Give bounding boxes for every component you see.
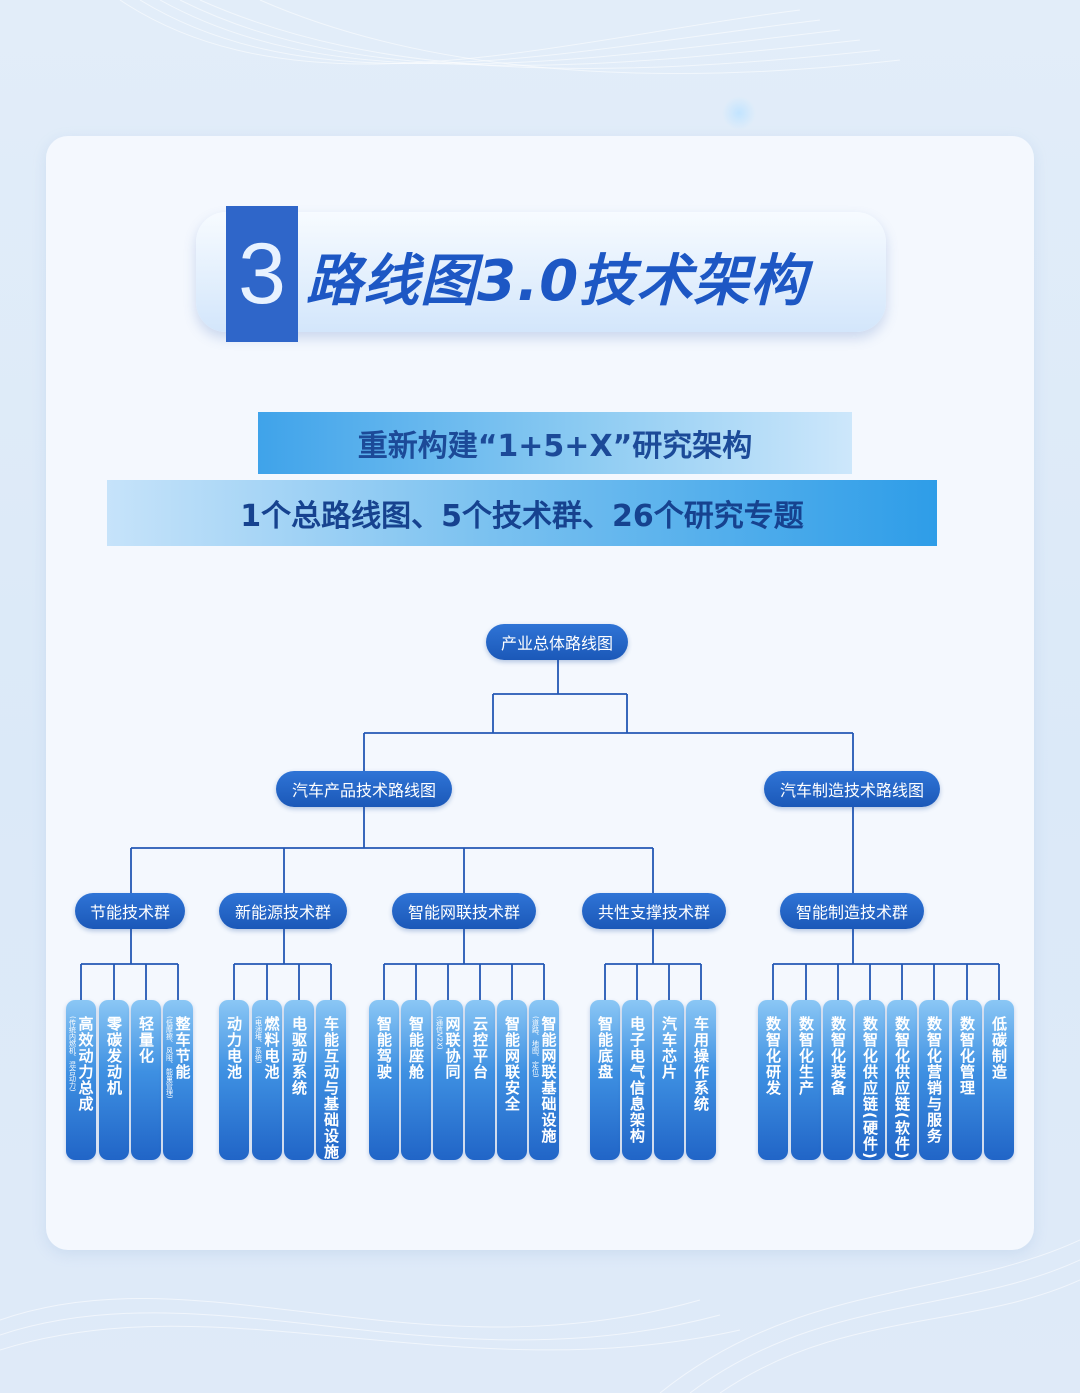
topic-label: 智能座舱: [407, 1016, 425, 1080]
topic-note: (电池堆、系统): [254, 1016, 263, 1064]
group-node: 智能网联技术群: [392, 893, 536, 929]
topic-box: 整车节能(低摩擦、风阻、能量管理): [163, 1000, 193, 1160]
topic-box: 零碳发动机: [99, 1000, 129, 1160]
branch-node: 汽车产品技术路线图: [276, 771, 452, 807]
topic-box: 数智化生产: [791, 1000, 821, 1160]
topic-box: 数智化研发: [758, 1000, 788, 1160]
topic-box: 智能网联安全: [497, 1000, 527, 1160]
title-number: 3: [226, 206, 298, 342]
title-pill: [196, 212, 886, 332]
topic-box: 燃料电池(电池堆、系统): [252, 1000, 282, 1160]
topic-box: 电驱动系统: [284, 1000, 314, 1160]
topic-note: (通信V2X): [435, 1016, 444, 1050]
topic-label: 动力电池: [225, 1016, 243, 1080]
topic-label: 数智化生产: [797, 1016, 815, 1096]
topic-box: 网联协同(通信V2X): [433, 1000, 463, 1160]
group-node: 智能制造技术群: [780, 893, 924, 929]
topic-box: 轻量化: [131, 1000, 161, 1160]
topic-box: 数智化营销与服务: [919, 1000, 949, 1160]
topic-box: 数智化供应链(硬件): [855, 1000, 885, 1160]
group-node: 新能源技术群: [219, 893, 347, 929]
topic-label: 数智化营销与服务: [925, 1016, 943, 1144]
topic-label: 整车节能: [173, 1016, 192, 1080]
subtitle-banner: 重新构建“1+5+X”研究架构: [258, 412, 852, 474]
group-node: 共性支撑技术群: [582, 893, 726, 929]
summary-banner: 1个总路线图、5个技术群、26个研究专题: [107, 480, 937, 546]
topic-label: 高效动力总成: [76, 1016, 95, 1112]
topic-note: (道路、地图、定位): [531, 1016, 540, 1078]
topic-label: 车能互动与基础设施: [322, 1016, 340, 1160]
topic-box: 智能座舱: [401, 1000, 431, 1160]
branch-node: 汽车制造技术路线图: [764, 771, 940, 807]
group-node: 节能技术群: [75, 893, 185, 929]
topic-label: 智能网联安全: [503, 1016, 521, 1112]
topic-box: 高效动力总成(传统内燃机、混合动力): [66, 1000, 96, 1160]
topic-box: 低碳制造: [984, 1000, 1014, 1160]
topic-note: (低摩擦、风阻、能量管理): [165, 1016, 174, 1099]
topic-box: 车用操作系统: [686, 1000, 716, 1160]
topic-box: 云控平台: [465, 1000, 495, 1160]
topic-label: 汽车芯片: [660, 1016, 678, 1080]
topic-label: 智能网联基础设施: [539, 1016, 558, 1144]
topic-label: 零碳发动机: [105, 1016, 123, 1096]
topic-note: (传统内燃机、混合动力): [68, 1016, 77, 1092]
topic-label: 数智化研发: [764, 1016, 782, 1096]
topic-box: 数智化管理: [952, 1000, 982, 1160]
page-title: 路线图3.0技术架构: [306, 248, 808, 314]
topic-box: 智能底盘: [590, 1000, 620, 1160]
topic-box: 数智化供应链(软件): [887, 1000, 917, 1160]
topic-label: 云控平台: [471, 1016, 489, 1080]
topic-label: 燃料电池: [262, 1016, 281, 1080]
topic-label: 数智化装备: [829, 1016, 847, 1096]
topic-box: 动力电池: [219, 1000, 249, 1160]
topic-label: 电子电气信息架构: [628, 1016, 646, 1144]
topic-label: 数智化供应链(硬件): [861, 1016, 879, 1160]
topic-box: 智能驾驶: [369, 1000, 399, 1160]
topic-box: 智能网联基础设施(道路、地图、定位): [529, 1000, 559, 1160]
topic-box: 车能互动与基础设施: [316, 1000, 346, 1160]
topic-label: 低碳制造: [990, 1016, 1008, 1080]
topic-box: 电子电气信息架构: [622, 1000, 652, 1160]
topic-label: 轻量化: [137, 1016, 155, 1064]
topic-label: 智能底盘: [596, 1016, 614, 1080]
topic-label: 智能驾驶: [375, 1016, 393, 1080]
topic-label: 网联协同: [443, 1016, 462, 1080]
decorative-glow-dot: [722, 96, 756, 130]
root-node: 产业总体路线图: [486, 624, 628, 660]
topic-box: 数智化装备: [823, 1000, 853, 1160]
topic-label: 数智化供应链(软件): [893, 1016, 911, 1160]
topic-label: 电驱动系统: [290, 1016, 308, 1096]
topic-label: 车用操作系统: [692, 1016, 710, 1112]
topic-box: 汽车芯片: [654, 1000, 684, 1160]
topic-label: 数智化管理: [958, 1016, 976, 1096]
